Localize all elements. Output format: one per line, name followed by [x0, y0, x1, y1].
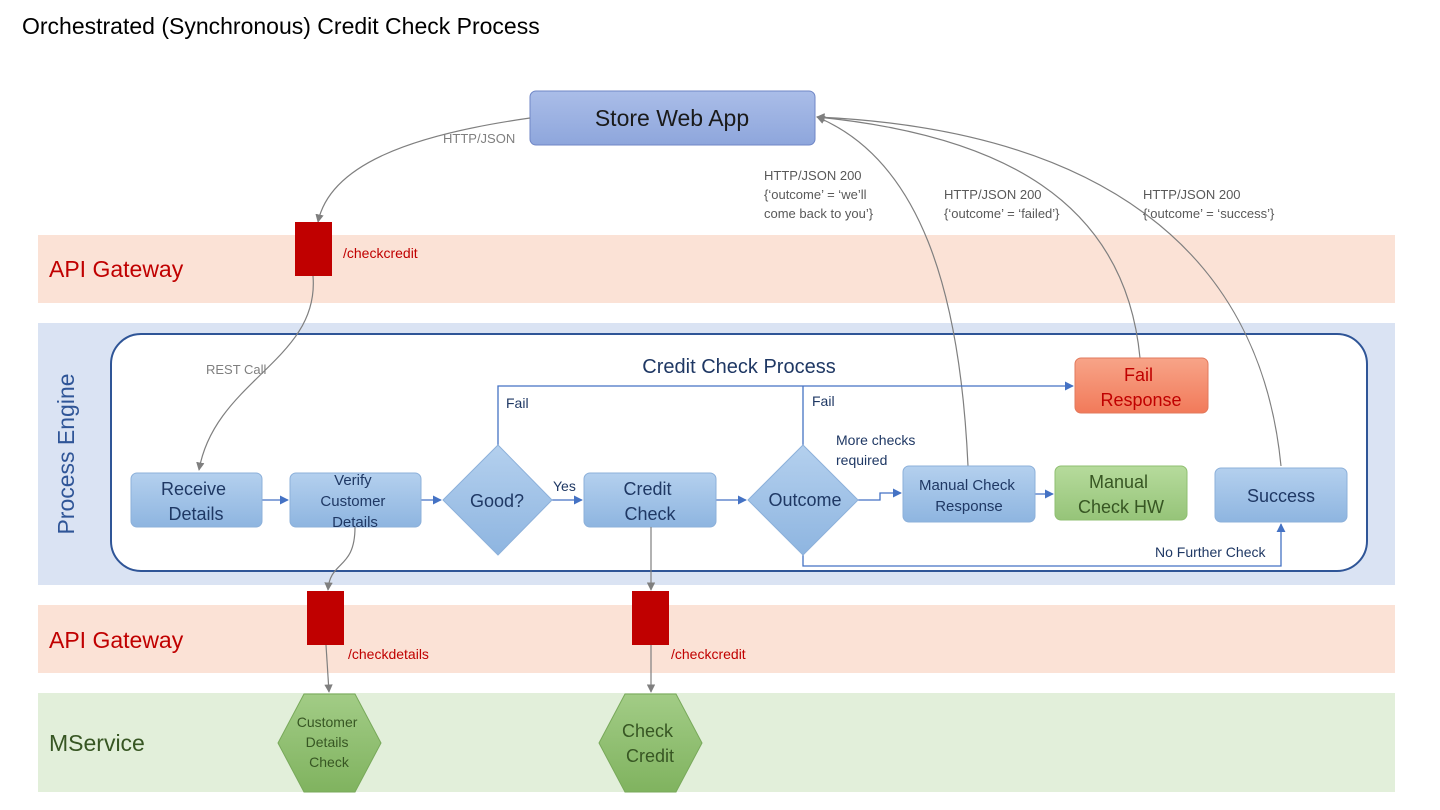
svg-text:Manual Check HW: Manual Check HW: [1078, 472, 1164, 517]
checkcredit-endpoint-top[interactable]: [295, 222, 332, 276]
api-gateway-top-band: [38, 235, 1395, 303]
svg-text:Receive Details: Receive Details: [161, 479, 231, 524]
svg-text:Manual Check Response: Manual Check Response: [919, 477, 1019, 515]
mservice-band: [38, 693, 1395, 792]
svg-text:Good?: Good?: [470, 491, 524, 511]
good-decision-node[interactable]: Good?: [442, 444, 553, 556]
checkdetails-endpoint[interactable]: [307, 591, 344, 645]
outcome-to-manual-connector: [858, 488, 902, 501]
yes-label: Yes: [553, 478, 576, 494]
lane-label-api-gateway-bottom: API Gateway: [49, 627, 184, 653]
svg-text:Fail Response: Fail Response: [1100, 365, 1181, 410]
svg-text:Success: Success: [1247, 486, 1315, 506]
no-further-check-connector: [802, 523, 1286, 567]
checkcredit-endpoint-bottom[interactable]: [632, 591, 669, 645]
api-gateway-bottom-band: [38, 605, 1395, 673]
fail-response-connector: [816, 113, 1141, 359]
svg-text:Customer Details C: Customer Details Check: [297, 714, 362, 770]
manual-check-response-node[interactable]: Manual Check Response: [902, 465, 1036, 523]
verify-to-checkdetails-connector: [324, 526, 356, 591]
no-further-check-label: No Further Check: [1155, 544, 1266, 560]
lane-label-process-engine: Process Engine: [53, 373, 79, 534]
response-failed-label: HTTP/JSON 200 {‘outcome’ = ‘failed’}: [944, 187, 1060, 221]
manual-check-hw-node[interactable]: Manual Check HW: [1054, 465, 1188, 521]
good-fail-connector: [497, 381, 1074, 445]
svg-text:Verify Customer De: Verify Customer Details: [320, 472, 389, 531]
checkdetails-to-service-connector: [324, 644, 333, 693]
diagram-title: Orchestrated (Synchronous) Credit Check …: [22, 13, 540, 39]
fail-response-node[interactable]: Fail Response: [1074, 357, 1209, 414]
success-node[interactable]: Success: [1214, 467, 1348, 523]
checkcredit-endpoint-bottom-label: /checkcredit: [671, 646, 746, 662]
rest-call-label: REST Call: [206, 362, 267, 377]
lane-label-mservice: MService: [49, 730, 145, 756]
response-success-label: HTTP/JSON 200 {‘outcome’ = ‘success’}: [1143, 187, 1275, 221]
fail-label-outcome: Fail: [812, 393, 835, 409]
credit-check-process-container: [110, 333, 1368, 572]
checkdetails-endpoint-label: /checkdetails: [348, 646, 429, 662]
http-json-label: HTTP/JSON: [443, 131, 515, 146]
store-web-app-node[interactable]: Store Web App: [529, 90, 816, 146]
success-response-connector: [816, 113, 1282, 467]
rest-call-connector: [196, 275, 314, 471]
verify-customer-details-node[interactable]: Verify Customer Details: [289, 472, 422, 531]
credit-check-node[interactable]: Credit Check: [583, 472, 717, 528]
check-credit-service[interactable]: Check Credit: [598, 693, 703, 793]
checkcredit-endpoint-top-label: /checkcredit: [343, 245, 418, 261]
svg-text:Check Credit: Check Credit: [622, 721, 678, 766]
lane-label-api-gateway-top: API Gateway: [49, 256, 184, 282]
svg-text:Credit Check: Credit Check: [623, 479, 676, 524]
outcome-decision-node[interactable]: Outcome: [747, 444, 859, 556]
store-web-app-label: Store Web App: [595, 105, 749, 131]
customer-details-check-service[interactable]: Customer Details Check: [277, 693, 382, 793]
manual-response-connector: [816, 116, 969, 467]
fail-label-good: Fail: [506, 395, 529, 411]
svg-text:Outcome: Outcome: [768, 490, 841, 510]
http-json-request-connector: [315, 117, 531, 223]
more-checks-label: More checks required: [836, 432, 919, 468]
process-title: Credit Check Process: [642, 356, 835, 378]
response-later-label: HTTP/JSON 200 {‘outcome’ = ‘we’ll come b…: [764, 168, 874, 221]
receive-details-node[interactable]: Receive Details: [130, 472, 263, 528]
